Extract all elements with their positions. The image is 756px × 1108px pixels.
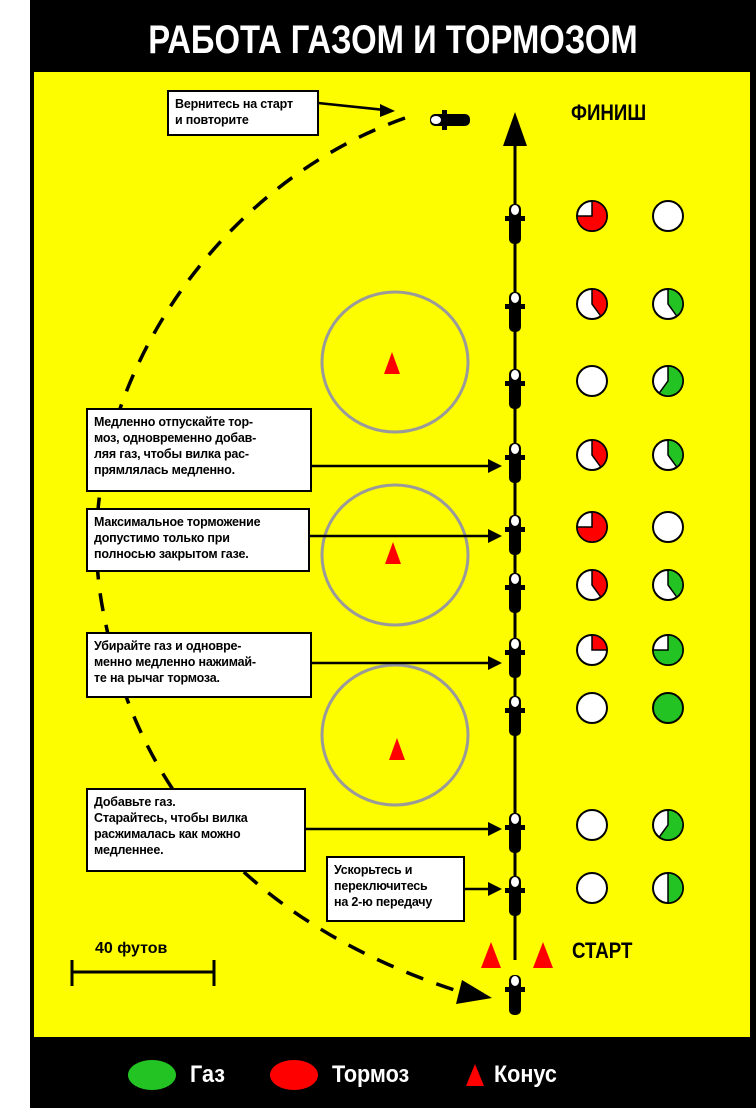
start-cone-left (481, 942, 501, 968)
legend-brake-swatch (270, 1060, 318, 1090)
note-max-brake: Максимальное торможение допустимо только… (86, 508, 310, 572)
gas-indicator-6 (652, 569, 684, 601)
motorcycle-station-1 (505, 204, 525, 244)
brake-indicator-5 (576, 511, 608, 543)
gas-indicator-2 (652, 288, 684, 320)
gas-indicator-5 (652, 511, 684, 543)
note-return: Вернитесь на старт и повторите (167, 90, 319, 136)
brake-indicator-4 (576, 439, 608, 471)
note-close-gas: Убирайте газ и одновре- менно медленно н… (86, 632, 312, 698)
start-cone-right (533, 942, 553, 968)
brake-indicator-1 (576, 200, 608, 232)
legend-cone-swatch (466, 1064, 484, 1086)
brake-indicator-2 (576, 288, 608, 320)
cone-circle-3 (320, 663, 470, 807)
scale-label: 40 футов (95, 940, 168, 957)
station-indicators (576, 200, 684, 904)
legend-brake: Тормоз (270, 1060, 418, 1090)
legend: Газ Тормоз Конус (30, 1038, 756, 1108)
return-arrowhead (456, 980, 492, 1004)
legend-brake-label: Тормоз (332, 1061, 410, 1088)
motorcycle-station-8 (505, 696, 525, 736)
brake-indicator-3 (576, 365, 608, 397)
cone-circle-1 (320, 290, 470, 434)
motorcycle-station-4 (505, 443, 525, 483)
motorcycle-station-10 (505, 876, 525, 916)
motorcycle-return (430, 110, 470, 130)
page-title: РАБОТА ГАЗОМ И ТОРМОЗОМ (148, 18, 638, 62)
motorcycle-station-7 (505, 638, 525, 678)
gas-indicator-9 (652, 809, 684, 841)
note-add-gas: Добавьте газ. Старайтесь, чтобы вилка ра… (86, 788, 306, 872)
legend-cone-label: Конус (494, 1061, 557, 1088)
gas-indicator-10 (652, 872, 684, 904)
brake-indicator-9 (576, 809, 608, 841)
note-accelerate: Ускорьтесь и переключитесь на 2-ю переда… (326, 856, 465, 922)
return-path (94, 116, 471, 997)
legend-gas-label: Газ (190, 1061, 225, 1088)
motorcycle-station-6 (505, 573, 525, 613)
motorcycle-station-3 (505, 369, 525, 409)
motorcycles (505, 204, 525, 1015)
note-arrows (306, 101, 502, 896)
gas-indicator-1 (652, 200, 684, 232)
finish-arrowhead (503, 112, 527, 146)
start-label: СТАРТ (572, 938, 633, 963)
brake-indicator-10 (576, 872, 608, 904)
cone-2 (385, 542, 401, 564)
legend-cone: Конус (466, 1060, 564, 1090)
note-release-brake: Медленно отпускайте тор- моз, одновремен… (86, 408, 312, 492)
finish-label: ФИНИШ (571, 100, 647, 125)
cone-circle-2 (320, 483, 470, 627)
motorcycle-start (505, 975, 525, 1015)
motorcycle-station-5 (505, 515, 525, 555)
cone-1 (384, 352, 400, 374)
brake-indicator-6 (576, 569, 608, 601)
gas-indicator-3 (652, 365, 684, 397)
motorcycle-station-9 (505, 813, 525, 853)
gas-indicator-4 (652, 439, 684, 471)
legend-gas-swatch (128, 1060, 176, 1090)
brake-indicator-7 (576, 634, 608, 666)
motorcycle-station-2 (505, 292, 525, 332)
gas-indicator-8 (652, 692, 684, 724)
gas-indicator-7 (652, 634, 684, 666)
cone-3 (389, 738, 405, 760)
legend-gas: Газ (128, 1060, 229, 1090)
scale-bar (70, 960, 216, 986)
brake-indicator-8 (576, 692, 608, 724)
